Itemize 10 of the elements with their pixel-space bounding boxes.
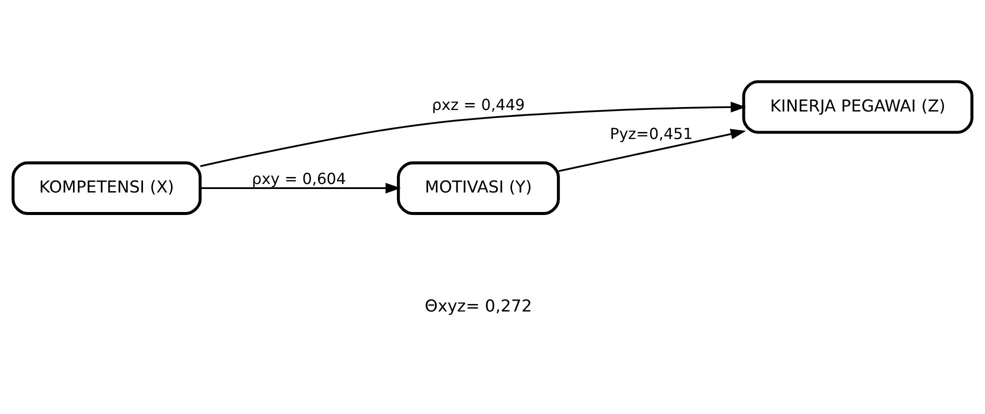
arrow: [200, 182, 401, 194]
node-box: MOTIVASI (Y): [396, 161, 560, 215]
edge-label: ρxz = 0,449: [432, 96, 525, 114]
arrow: [558, 128, 746, 172]
node-box: KOMPETENSI (X): [12, 161, 202, 215]
edge-label: ρxy = 0,604: [252, 170, 346, 188]
edge-label: Pyz=0,451: [610, 125, 693, 144]
node-box: KINERJA PEGAWAI (Z): [742, 80, 974, 134]
label: Θxyz= 0,272: [424, 296, 532, 316]
arrow: [200, 102, 746, 168]
